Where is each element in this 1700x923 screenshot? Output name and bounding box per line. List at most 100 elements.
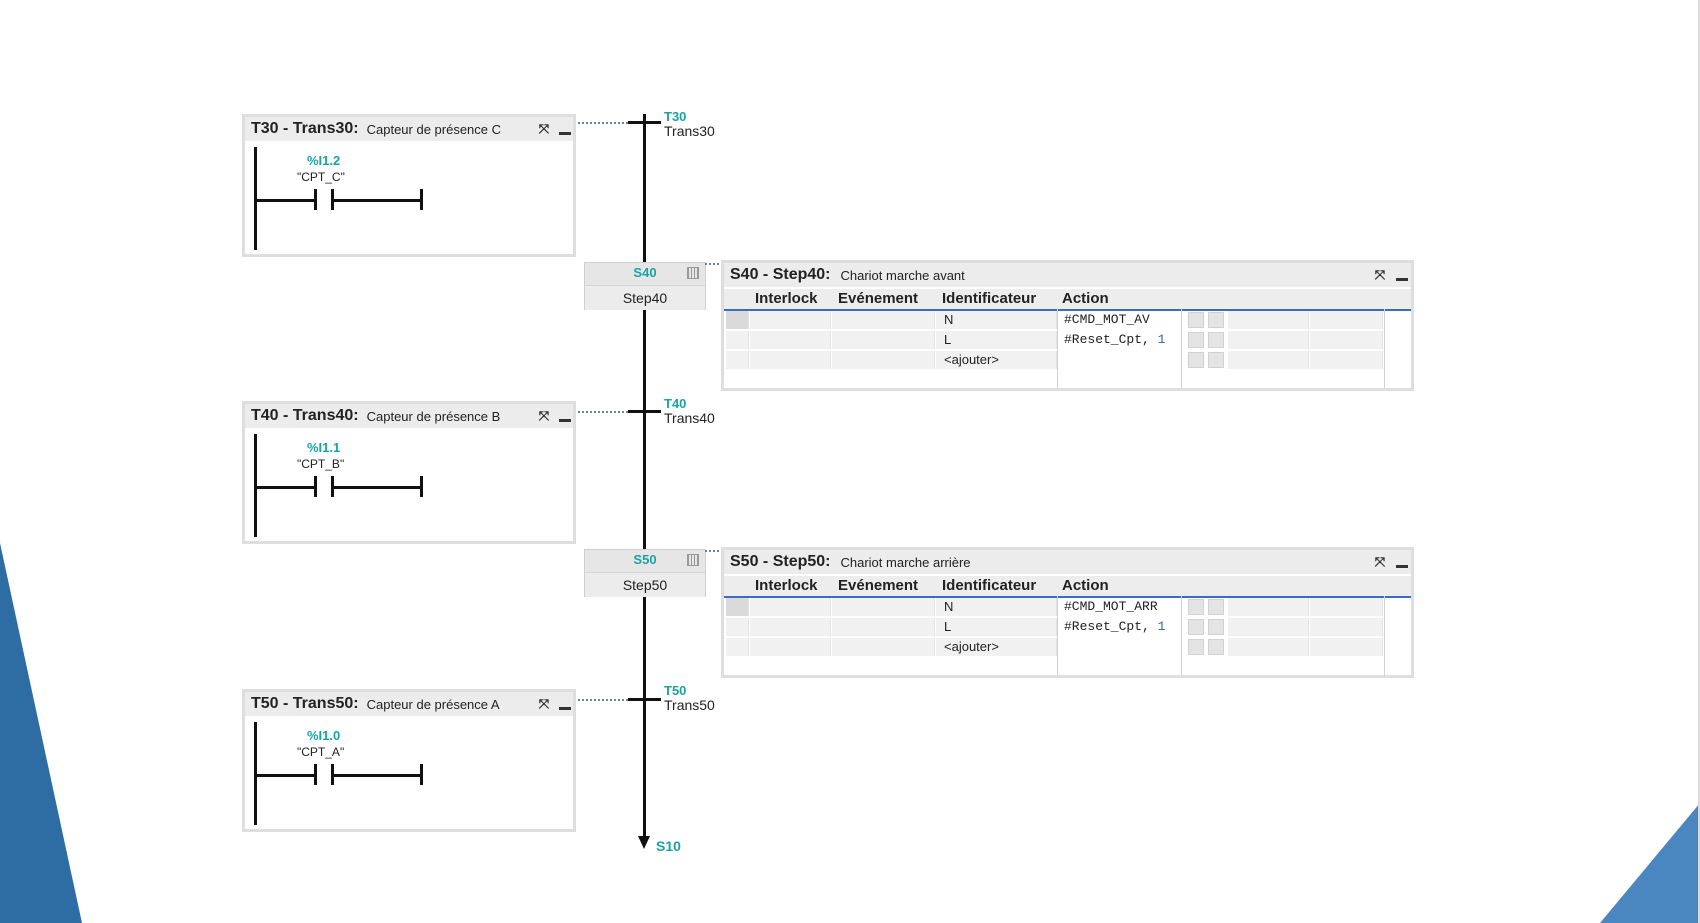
event-cell[interactable] — [832, 351, 935, 369]
option-checkbox[interactable] — [1188, 619, 1204, 635]
column-identifier[interactable]: Identificateur — [942, 290, 1037, 307]
event-cell[interactable] — [832, 331, 935, 349]
action-value[interactable]: #CMD_MOT_AV — [1064, 312, 1150, 327]
contact-no-left[interactable] — [314, 476, 317, 497]
table-row[interactable]: N #CMD_MOT_ARR — [724, 597, 1411, 617]
row-selector[interactable] — [726, 618, 749, 636]
panel-comment[interactable]: Capteur de présence C — [366, 121, 502, 137]
panel-comment[interactable]: Chariot marche arrière — [840, 554, 971, 570]
panel-comment[interactable]: Chariot marche avant — [840, 267, 965, 283]
interlock-cell[interactable] — [750, 638, 831, 656]
table-row[interactable]: L #Reset_Cpt, 1 — [724, 617, 1411, 637]
row-selector[interactable] — [726, 331, 749, 349]
transition-bar-t50[interactable] — [628, 698, 661, 701]
extra-cell[interactable] — [1228, 638, 1309, 656]
contact-no-left[interactable] — [314, 764, 317, 785]
step-box-s40[interactable]: S40 Step40 — [584, 262, 706, 310]
event-cell[interactable] — [832, 638, 935, 656]
interlock-cell[interactable] — [750, 311, 831, 329]
option-checkbox[interactable] — [1208, 352, 1224, 368]
extra-cell[interactable] — [1310, 351, 1383, 369]
ladder-wire-end — [420, 476, 423, 497]
table-row[interactable]: <ajouter> — [724, 350, 1411, 370]
interlock-cell[interactable] — [750, 331, 831, 349]
row-selector[interactable] — [726, 311, 749, 329]
expand-icon[interactable]: ⤧ — [538, 408, 550, 423]
identifier-cell[interactable] — [936, 351, 1057, 369]
identifier-cell[interactable] — [936, 638, 1057, 656]
column-event[interactable]: Evénement — [838, 290, 919, 307]
minimize-icon[interactable] — [1396, 278, 1408, 281]
column-identifier[interactable]: Identificateur — [942, 577, 1037, 594]
column-event[interactable]: Evénement — [838, 577, 919, 594]
row-selector[interactable] — [726, 351, 749, 369]
contact-no-right[interactable] — [331, 189, 334, 210]
add-action-placeholder[interactable]: <ajouter> — [944, 352, 999, 367]
identifier-cell[interactable] — [936, 331, 1057, 349]
action-value[interactable]: #Reset_Cpt, 1 — [1064, 332, 1166, 347]
minimize-icon[interactable] — [559, 132, 571, 135]
transition-bar-t30[interactable] — [628, 121, 661, 124]
table-row[interactable]: <ajouter> — [724, 637, 1411, 657]
minimize-icon[interactable] — [559, 707, 571, 710]
table-row[interactable]: N #CMD_MOT_AV — [724, 310, 1411, 330]
column-interlock[interactable]: Interlock — [755, 290, 818, 307]
extra-cell[interactable] — [1310, 598, 1383, 616]
extra-cell[interactable] — [1310, 311, 1383, 329]
minimize-icon[interactable] — [1396, 565, 1408, 568]
column-action[interactable]: Action — [1062, 290, 1109, 307]
extra-cell[interactable] — [1310, 638, 1383, 656]
contact-no-left[interactable] — [314, 189, 317, 210]
identifier-cell[interactable] — [936, 618, 1057, 636]
identifier-cell[interactable] — [936, 311, 1057, 329]
column-interlock[interactable]: Interlock — [755, 577, 818, 594]
option-checkbox[interactable] — [1208, 332, 1224, 348]
grid-icon[interactable] — [687, 554, 699, 566]
expand-icon[interactable]: ⤧ — [538, 696, 550, 711]
action-value[interactable]: #CMD_MOT_ARR — [1064, 599, 1158, 614]
option-checkbox[interactable] — [1188, 599, 1204, 615]
action-value[interactable]: #Reset_Cpt, 1 — [1064, 619, 1166, 634]
interlock-cell[interactable] — [750, 351, 831, 369]
add-action-placeholder[interactable]: <ajouter> — [944, 639, 999, 654]
identifier-cell[interactable] — [936, 598, 1057, 616]
option-checkbox[interactable] — [1188, 639, 1204, 655]
event-cell[interactable] — [832, 598, 935, 616]
column-action[interactable]: Action — [1062, 577, 1109, 594]
row-selector[interactable] — [726, 598, 749, 616]
option-checkbox[interactable] — [1188, 332, 1204, 348]
extra-cell[interactable] — [1228, 351, 1309, 369]
interlock-cell[interactable] — [750, 598, 831, 616]
option-checkbox[interactable] — [1208, 619, 1224, 635]
extra-cell[interactable] — [1228, 598, 1309, 616]
option-checkbox[interactable] — [1208, 312, 1224, 328]
event-cell[interactable] — [832, 618, 935, 636]
contact-no-right[interactable] — [331, 476, 334, 497]
option-checkbox[interactable] — [1188, 312, 1204, 328]
row-selector[interactable] — [726, 638, 749, 656]
expand-icon[interactable]: ⤧ — [1374, 267, 1386, 282]
contact-address: %I1.0 — [307, 728, 341, 743]
panel-comment[interactable]: Capteur de présence B — [366, 408, 501, 424]
table-row[interactable]: L #Reset_Cpt, 1 — [724, 330, 1411, 350]
jump-target[interactable]: S10 — [656, 838, 681, 854]
grid-icon[interactable] — [687, 267, 699, 279]
expand-icon[interactable]: ⤧ — [1374, 554, 1386, 569]
minimize-icon[interactable] — [559, 419, 571, 422]
column-divider — [1057, 309, 1058, 388]
extra-cell[interactable] — [1228, 331, 1309, 349]
option-checkbox[interactable] — [1208, 599, 1224, 615]
transition-bar-t40[interactable] — [628, 410, 661, 413]
option-checkbox[interactable] — [1188, 352, 1204, 368]
extra-cell[interactable] — [1310, 331, 1383, 349]
expand-icon[interactable]: ⤧ — [538, 121, 550, 136]
extra-cell[interactable] — [1228, 311, 1309, 329]
interlock-cell[interactable] — [750, 618, 831, 636]
extra-cell[interactable] — [1228, 618, 1309, 636]
step-box-s50[interactable]: S50 Step50 — [584, 549, 706, 597]
event-cell[interactable] — [832, 311, 935, 329]
panel-comment[interactable]: Capteur de présence A — [366, 696, 500, 712]
option-checkbox[interactable] — [1208, 639, 1224, 655]
extra-cell[interactable] — [1310, 618, 1383, 636]
contact-no-right[interactable] — [331, 764, 334, 785]
